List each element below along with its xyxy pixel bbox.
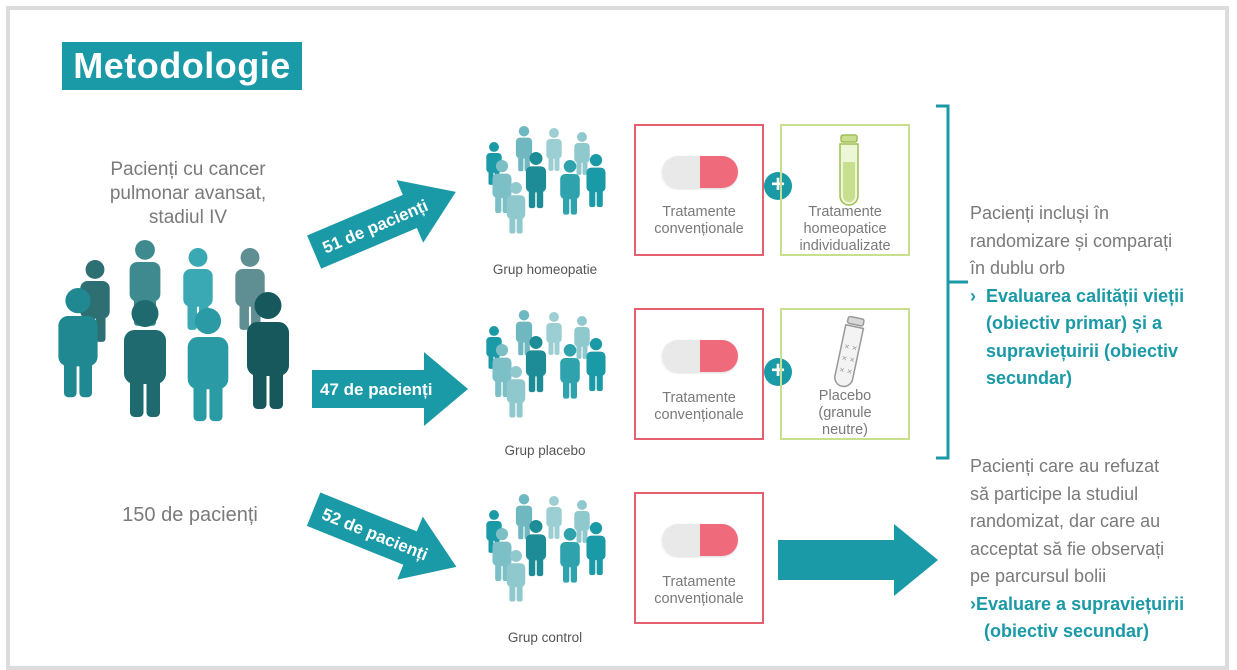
person-icon <box>235 248 265 330</box>
observed-description: Pacienți care au refuzat să participe la… <box>970 453 1220 646</box>
source-label-line: Pacienți cu cancer <box>110 159 266 180</box>
people-crowd-icon <box>486 494 606 602</box>
page-title: Metodologie <box>62 42 302 90</box>
outcome-line: supraviețuirii (obiectiv <box>986 340 1179 361</box>
person-icon <box>525 152 547 209</box>
person-icon <box>492 344 512 398</box>
person-icon <box>515 310 533 356</box>
person-icon <box>515 126 533 172</box>
box-label-line: Placebo <box>818 388 872 404</box>
person-icon <box>58 288 98 398</box>
people-crowd-icon <box>486 126 606 234</box>
svg-text:× ×: × × <box>838 364 853 376</box>
bracket-icon <box>936 104 968 460</box>
vial-icon <box>839 134 859 206</box>
pill-icon <box>662 156 738 188</box>
person-icon <box>506 182 526 234</box>
box-label-line: neutre) <box>822 422 868 438</box>
outcome-line: ›Evaluare a supraviețuirii <box>970 591 1220 619</box>
chevron-right-icon: › <box>970 593 976 614</box>
group-label-homeopathy: Grup homeopatie <box>492 262 598 277</box>
group-label-placebo: Grup placebo <box>504 443 586 458</box>
person-icon <box>586 338 606 392</box>
outcome-text: Evaluarea calității vieții <box>986 285 1185 306</box>
pill-icon <box>662 524 738 556</box>
text-line: Pacienți care au refuzat <box>970 456 1160 476</box>
text-line: în dublu orb <box>970 258 1066 278</box>
svg-text:× ×: × × <box>841 353 856 365</box>
arrow-icon: 47 de pacienți <box>312 352 468 426</box>
text-line: randomizare și comparați <box>970 230 1173 251</box>
homeopathic-treatment-box: Tratamente homeopatice individualizate <box>780 124 910 256</box>
svg-text:× ×: × × <box>843 341 858 353</box>
outcome-line: (obiectiv secundar) <box>984 621 1150 641</box>
plus-icon: + <box>764 172 792 200</box>
outcome-line: (obiectiv primar) și a <box>986 313 1163 333</box>
placebo-box: × × × × × × Placebo (granule neutre) <box>780 308 910 440</box>
conventional-treatment-box: Tratamente convenționale <box>634 308 764 440</box>
person-icon <box>560 344 580 399</box>
conventional-treatment-box: Tratamente convenționale <box>634 124 764 256</box>
person-icon <box>506 366 526 418</box>
box-label-line: (granule <box>818 405 872 421</box>
box-label-line: Tratamente <box>662 204 736 220</box>
person-icon <box>515 494 533 540</box>
person-icon <box>586 154 606 208</box>
source-label-line: stadiul IV <box>148 207 228 228</box>
person-icon <box>124 300 166 417</box>
total-patients: 150 de pacienți <box>122 504 258 526</box>
person-icon <box>574 316 590 359</box>
arrow-icon: 51 de pacienți <box>307 180 456 269</box>
arrow-icon: 52 de pacienți <box>306 492 457 580</box>
box-label-line: Tratamente <box>808 204 882 220</box>
conventional-treatment-box: Tratamente convenționale <box>634 492 764 624</box>
text-line: Pacienți incluși în <box>970 203 1110 223</box>
outcome-line: secundar) <box>986 368 1073 388</box>
person-icon <box>586 522 606 576</box>
arrow-icon <box>778 524 938 596</box>
people-crowd-icon <box>58 240 289 422</box>
person-icon <box>525 336 547 393</box>
text-line: pe parcursul bolii <box>970 566 1107 586</box>
person-icon <box>187 308 229 422</box>
box-label-line: convenționale <box>654 591 744 607</box>
box-label-line: individualizate <box>799 238 891 254</box>
pill-icon <box>662 340 738 372</box>
person-icon <box>574 132 590 175</box>
person-icon <box>574 500 590 543</box>
person-icon <box>546 312 562 355</box>
chevron-right-icon: › <box>970 285 986 306</box>
people-crowd-icon <box>486 310 606 418</box>
source-label-line: pulmonar avansat, <box>109 183 267 204</box>
vial-icon: × × × × × × <box>834 316 865 388</box>
box-label-line: homeopatice <box>803 221 887 237</box>
outcome-text: Evaluare a supraviețuirii <box>976 593 1185 614</box>
person-icon <box>525 520 547 577</box>
text-line: să participe la studiul <box>970 483 1139 504</box>
person-icon <box>546 128 562 171</box>
source-group-label: Pacienți cu cancer pulmonar avansat, sta… <box>88 158 288 230</box>
box-label-line: Tratamente <box>662 390 736 406</box>
group-label-control: Grup control <box>507 630 583 645</box>
person-icon <box>506 550 526 602</box>
person-icon <box>247 292 289 409</box>
person-icon <box>560 160 580 215</box>
person-icon <box>560 528 580 583</box>
person-icon <box>546 496 562 539</box>
text-line: acceptat să fie observați <box>970 538 1165 559</box>
randomized-description: Pacienți incluși în randomizare și compa… <box>970 200 1220 393</box>
arm-count-label: 47 de pacienți <box>320 380 432 399</box>
text-line: randomizat, dar care au <box>970 511 1161 531</box>
outcome-line: › Evaluarea calității vieții <box>970 283 1220 311</box>
box-label-line: Tratamente <box>662 574 736 590</box>
person-icon <box>492 160 512 214</box>
box-label-line: convenționale <box>654 221 744 237</box>
box-label-line: convenționale <box>654 407 744 423</box>
